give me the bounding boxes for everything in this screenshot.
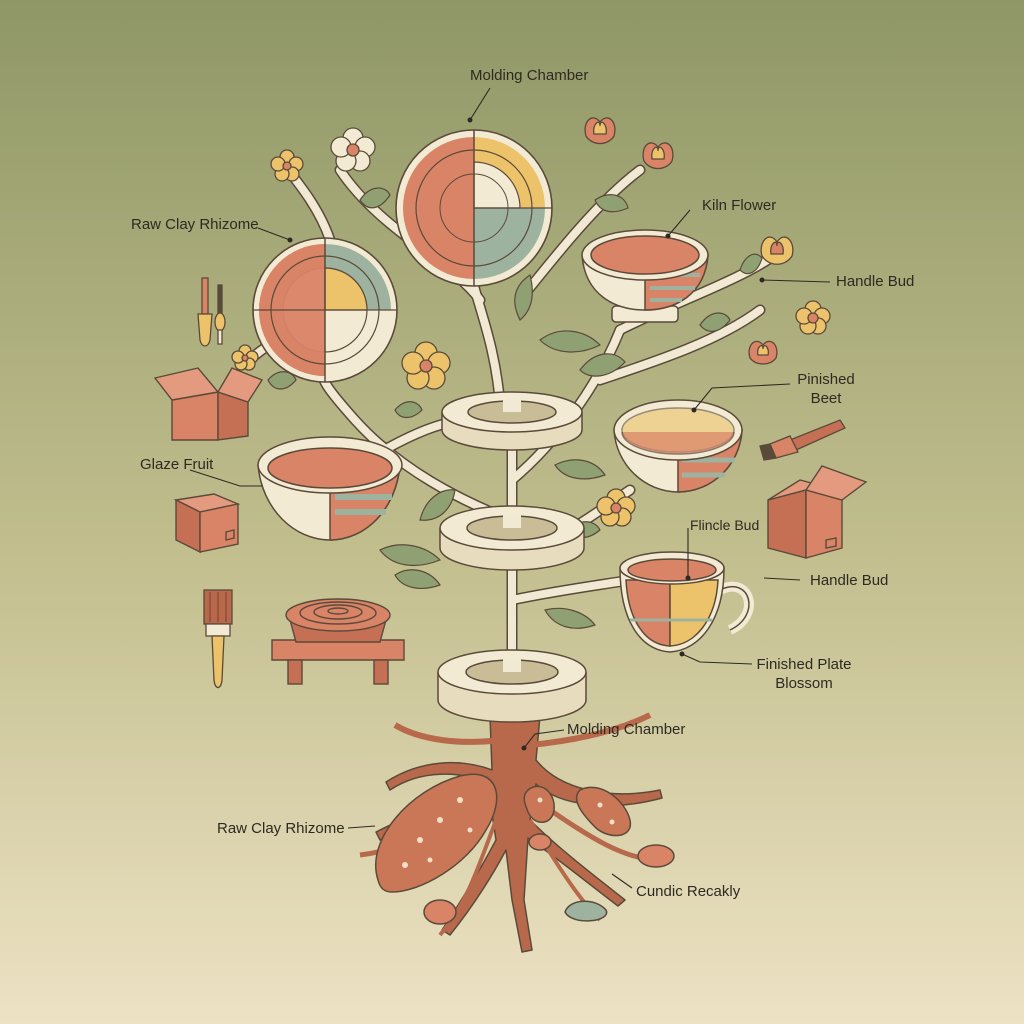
leaf-icon: [267, 187, 763, 629]
molding-ring: [439, 505, 585, 571]
clay-tuber-icon: [375, 773, 498, 893]
label-glaze-fruit: Glaze Fruit: [140, 456, 214, 473]
label-molding-chamber-top: Molding Chamber: [470, 67, 589, 84]
molding-ring: [441, 391, 583, 451]
label-raw-clay-rhizome-bottom: Raw Clay Rhizome: [217, 820, 345, 837]
label-molding-chamber-bottom: Molding Chamber: [567, 721, 686, 738]
brush-icon: [759, 419, 846, 461]
leader-lines: [189, 87, 831, 889]
paintbrush-icon: [203, 589, 233, 689]
leader-dots: [287, 117, 765, 751]
bowl-icon: [257, 436, 403, 541]
label-finished-plate-line2: Blossom: [775, 675, 833, 692]
flower-icon: [231, 117, 831, 527]
bowl-icon: [581, 229, 709, 323]
box-icon: [767, 465, 868, 559]
label-finished-plate-line1: Finished Plate: [756, 656, 852, 673]
label-pinished-beet: Pinished Beet: [792, 370, 860, 408]
label-kiln-flower: Kiln Flower: [702, 197, 777, 214]
label-flincle-bud: Flincle Bud: [690, 517, 760, 533]
label-cundic-recakly: Cundic Recakly: [636, 883, 741, 900]
pottery-wheel-icon: [271, 598, 405, 685]
box-icon: [173, 493, 241, 554]
box-icon: [153, 367, 264, 441]
label-pinished-line1: Pinished: [797, 371, 855, 388]
clay-tuber-icon: [523, 785, 555, 823]
label-finished-plate-blossom: Finished Plate Blossom: [752, 655, 856, 693]
carving-tools-icon: [197, 277, 226, 347]
molding-ring: [437, 649, 587, 723]
cup-icon: [619, 551, 754, 653]
plate-icon: [252, 237, 398, 383]
label-handle-bud-top: Handle Bud: [836, 273, 915, 290]
pebble-icon: [423, 833, 675, 925]
clay-tuber-icon: [575, 786, 632, 837]
label-handle-bud-mid: Handle Bud: [810, 572, 889, 589]
label-pinished-line2: Beet: [810, 390, 842, 407]
label-raw-clay-rhizome-top: Raw Clay Rhizome: [131, 216, 259, 233]
bowl-icon: [613, 399, 743, 493]
plate-icon: [395, 129, 553, 287]
